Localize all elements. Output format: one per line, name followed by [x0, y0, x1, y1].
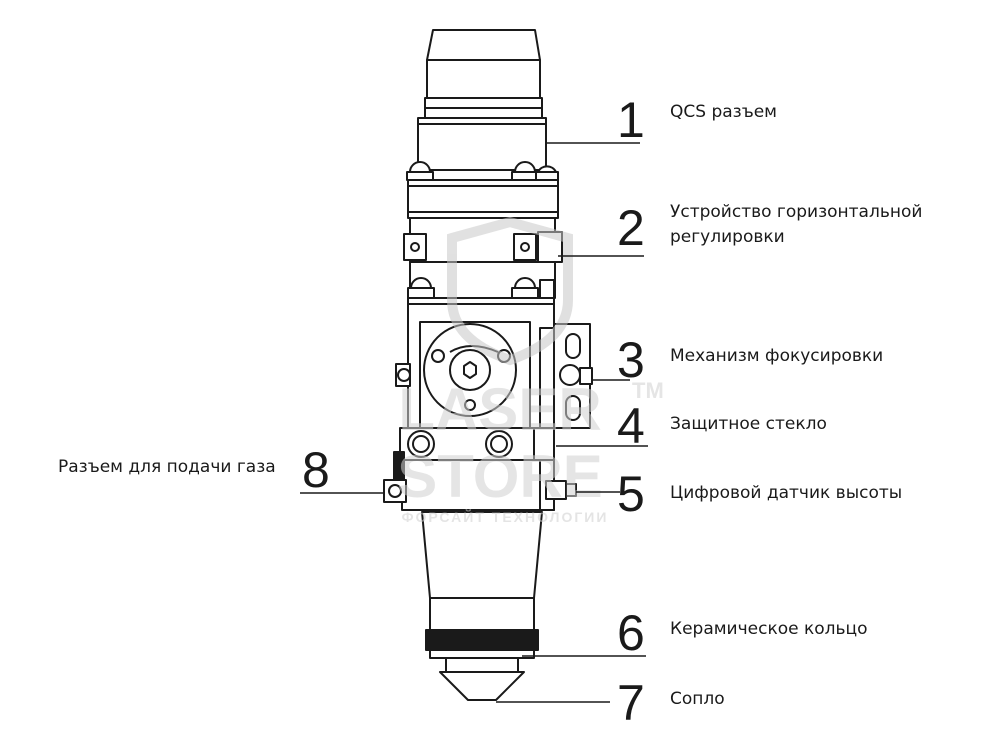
sensor-block	[383, 451, 577, 511]
callout-label-3: Механизм фокусировки	[670, 346, 884, 366]
callout-number-1: 1	[617, 92, 645, 148]
callout-number-4: 4	[617, 398, 645, 454]
watermark-line1: LASER	[398, 376, 601, 443]
protective-glass	[399, 427, 555, 461]
callout-number-3: 3	[617, 332, 645, 388]
callout-label-8: Разъем для подачи газа	[58, 457, 276, 477]
cone-body	[421, 511, 543, 631]
watermark-tm: TM	[632, 378, 664, 403]
callout-number-7: 7	[617, 675, 645, 731]
qcs-connector	[417, 29, 547, 171]
leader-lines	[300, 142, 648, 703]
callout-label-6: Керамическое кольцо	[670, 619, 868, 639]
nozzle	[439, 657, 525, 701]
horizontal-adjustment-device	[403, 179, 563, 299]
ceramic-ring	[425, 629, 539, 659]
watermark-tagline: ФОРСАЙТ ТЕХНОЛОГИИ	[402, 508, 609, 525]
watermark-line2: STORE	[397, 443, 603, 510]
watermark: LASER STORE TM ФОРСАЙТ ТЕХНОЛОГИИ	[397, 216, 664, 525]
callout-label-2-line1: Устройство горизонтальной	[670, 202, 923, 222]
top-bolts	[406, 161, 559, 181]
callout-label-7: Сопло	[670, 689, 725, 709]
focusing-mechanism	[395, 297, 593, 429]
callout-label-2-line2: регулировки	[670, 227, 785, 247]
callout-label-4: Защитное стекло	[670, 414, 827, 434]
callout-number-6: 6	[617, 605, 645, 661]
callout-number-5: 5	[617, 466, 645, 522]
callout-label-1: QCS разъем	[670, 102, 777, 122]
callout-number-2: 2	[617, 200, 645, 256]
callout-label-5: Цифровой датчик высоты	[670, 483, 903, 503]
callout-number-8: 8	[302, 442, 330, 498]
